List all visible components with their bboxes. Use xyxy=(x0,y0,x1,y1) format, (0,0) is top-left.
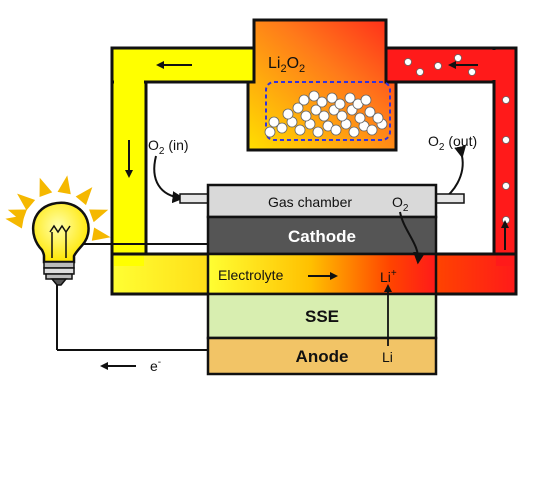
top-left-flow-arrow xyxy=(156,61,192,69)
electron-flow-arrow xyxy=(100,362,136,370)
li2o2-particle xyxy=(298,94,310,106)
li2o2-particle xyxy=(336,110,348,122)
li2o2-particle xyxy=(292,102,304,114)
bulb-ray xyxy=(39,177,53,197)
li2o2-particle xyxy=(264,126,276,138)
cathode-label: Cathode xyxy=(288,227,356,246)
left-down-flow-arrow xyxy=(125,140,133,178)
bulb-ray xyxy=(75,187,93,206)
oxygen-bubble xyxy=(502,182,510,190)
li2o2-particle xyxy=(348,126,360,138)
electrolyte-layer xyxy=(206,252,438,296)
gas-inlet-pipe xyxy=(179,193,209,204)
bulb-ray xyxy=(17,193,36,211)
external-circuit xyxy=(56,243,208,351)
bulb-ray xyxy=(91,227,111,241)
li2o2-particle xyxy=(354,112,366,124)
li2o2-particle xyxy=(268,116,280,128)
light-bulb-icon xyxy=(5,175,111,286)
oxygen-bubble xyxy=(404,58,412,66)
li2o2-label: Li2O2 xyxy=(268,55,305,75)
electrolyte-arrow xyxy=(308,272,338,280)
gas-outlet-pipe xyxy=(435,193,465,204)
li2o2-particle xyxy=(366,124,378,136)
anode-layer xyxy=(206,336,438,376)
li2o2-particle xyxy=(294,124,306,136)
li2o2-particle xyxy=(300,110,312,122)
li2o2-particle xyxy=(360,94,372,106)
bulb-ray xyxy=(7,209,27,223)
oxygen-bubble xyxy=(502,96,510,104)
oxygen-bubble xyxy=(434,62,442,70)
li2o2-particle xyxy=(334,98,346,110)
li2o2-particle xyxy=(312,126,324,138)
oxygen-bubbles xyxy=(404,54,510,224)
li2o2-particle xyxy=(364,106,376,118)
li2o2-tank: Li2O2 xyxy=(246,18,398,152)
anode-label: Anode xyxy=(296,347,349,366)
li-plus-label: Li+ xyxy=(380,268,397,285)
li2o2-particle xyxy=(326,92,338,104)
li-ion-arrow xyxy=(384,284,392,346)
top-right-flow-arrow xyxy=(448,61,478,69)
li2o2-particle xyxy=(330,124,342,136)
o2-in-label: O2 (in) xyxy=(148,137,189,157)
oxygen-bubble xyxy=(502,136,510,144)
oxygen-flow-loop xyxy=(110,46,518,284)
o2-out-arrow xyxy=(443,145,467,199)
li2o2-particles xyxy=(264,90,388,138)
oxygen-bubble xyxy=(416,68,424,76)
bulb-ray xyxy=(89,209,109,223)
li2o2-particle xyxy=(372,112,384,124)
li2o2-particle xyxy=(282,108,294,120)
li2o2-particle xyxy=(316,96,328,108)
right-up-flow-arrow xyxy=(501,220,509,250)
gas-chamber-label: Gas chamber xyxy=(268,194,352,210)
li2o2-particle xyxy=(344,92,356,104)
li-label: Li xyxy=(382,349,393,365)
cathode-layer xyxy=(206,215,438,256)
o2-in-arrow xyxy=(153,155,185,204)
o2-out-label: O2 (out) xyxy=(428,133,477,153)
bulb-ray xyxy=(57,175,71,195)
o2-diffusion-arrow xyxy=(399,211,426,265)
gas-chamber-o2-label: O2 xyxy=(392,194,409,214)
li2o2-particle xyxy=(276,122,288,134)
electrolyte-label: Electrolyte xyxy=(218,267,284,283)
li2o2-particle xyxy=(310,104,322,116)
li2o2-particle xyxy=(308,90,320,102)
oxygen-bubble xyxy=(454,54,462,62)
oxygen-bubble xyxy=(468,68,476,76)
li2o2-precipitate-region xyxy=(265,81,391,141)
li2o2-particle xyxy=(318,110,330,122)
sse-label: SSE xyxy=(305,307,339,326)
electron-label: e- xyxy=(150,357,161,374)
